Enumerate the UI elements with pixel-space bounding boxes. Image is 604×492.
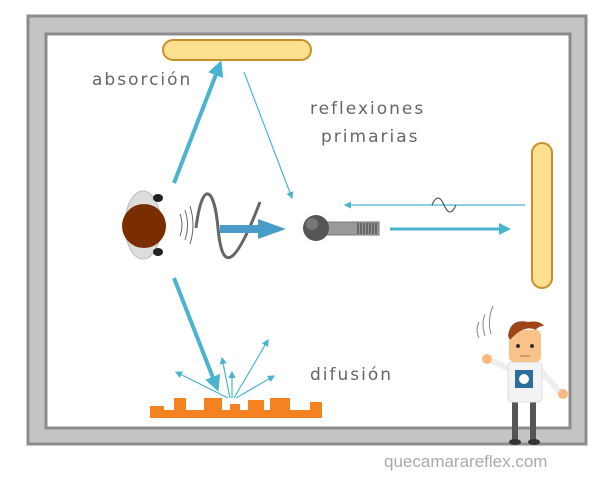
diffuser-panel	[150, 398, 322, 418]
diffusion-arrows	[174, 338, 276, 399]
listener-top-view	[122, 190, 194, 260]
label-reflections-line2: primarias	[321, 127, 420, 147]
label-diffusion: difusión	[310, 365, 394, 385]
label-reflections-line1: reflexiones	[310, 99, 426, 119]
sound-arrows	[172, 60, 525, 392]
absorber-panel-top	[162, 39, 312, 61]
label-absorption: absorción	[92, 70, 193, 90]
watermark: quecamarareflex.com	[384, 452, 548, 471]
sound-wave	[194, 192, 262, 260]
microphone-icon	[303, 215, 380, 241]
small-wave	[431, 197, 457, 213]
arrow-reflection-to-mic	[243, 71, 294, 200]
absorber-panel-right	[531, 142, 553, 289]
arrow-to-absorber	[172, 60, 224, 184]
character-illustration	[476, 305, 568, 445]
arrow-to-diffuser	[172, 277, 221, 392]
direct-sound-arrow	[220, 219, 286, 239]
